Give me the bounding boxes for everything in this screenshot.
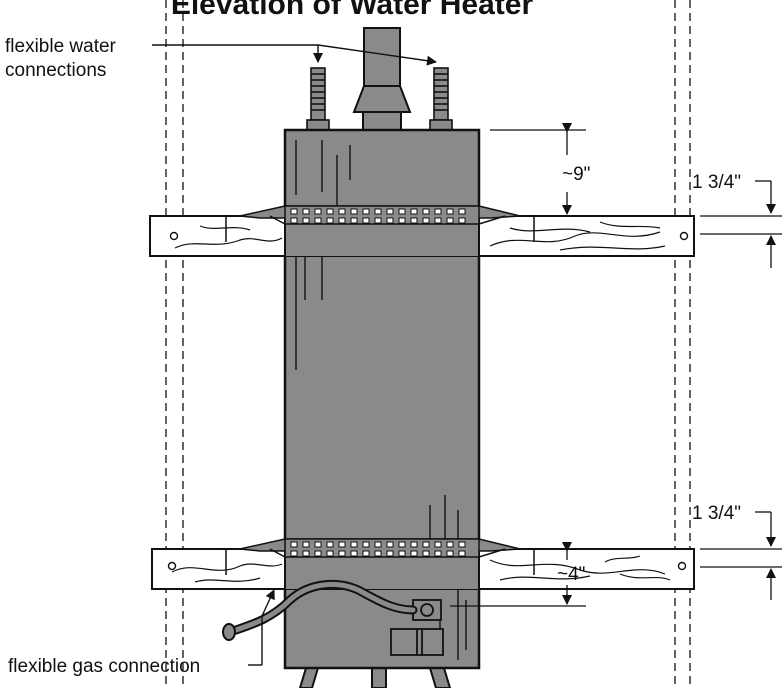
water-connections-label-line2: connections [5, 60, 106, 81]
lower-left-screw [167, 561, 177, 571]
top-clearance-dimension: ~9" [562, 164, 590, 185]
left-leg [298, 667, 320, 688]
upper-right-screw [679, 231, 689, 241]
upper-strap-width-dimension: 1 3/4" [692, 172, 741, 193]
center-leg [371, 667, 387, 688]
flue-collar [362, 111, 402, 131]
lower-right-screw [677, 561, 687, 571]
dimension-lines [450, 123, 782, 607]
water-connections-label-line1: flexible water [5, 36, 117, 57]
flue-pipe [363, 27, 401, 87]
bottom-clearance-dimension: ~4" [557, 564, 585, 585]
left-water-pipe [306, 67, 330, 131]
gas-control-valve [390, 599, 444, 656]
label-leaders [152, 44, 437, 666]
lower-strap-width-dimension: 1 3/4" [692, 503, 741, 524]
upper-metal-strap [220, 205, 540, 242]
heater-legs [298, 667, 452, 688]
right-leg [428, 667, 452, 688]
flue-vent [352, 27, 412, 131]
gas-connection-label: flexible gas connection [8, 656, 200, 677]
right-water-pipe [429, 67, 453, 131]
draft-hood [352, 85, 412, 113]
flexible-gas-line [222, 579, 418, 641]
lower-metal-strap [220, 538, 540, 575]
upper-left-screw [169, 231, 179, 241]
diagram-title: Elevation of Water Heater [171, 0, 534, 21]
